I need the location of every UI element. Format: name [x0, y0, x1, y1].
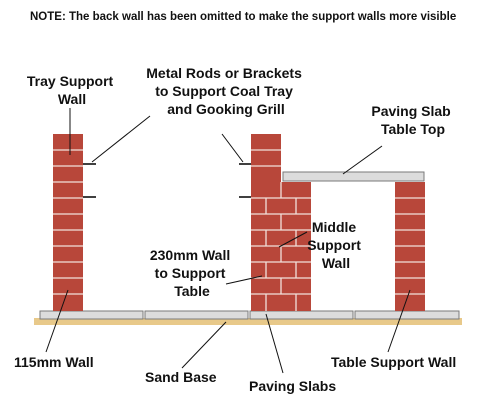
leader-middle-support — [278, 231, 308, 248]
label-middle-support-wall: Middle Support Wall — [307, 219, 365, 271]
ground-slab-2 — [144, 310, 249, 320]
note-text: NOTE: The back wall has been omitted to … — [30, 11, 456, 23]
leader-230mm — [225, 275, 263, 285]
leader-table-top — [342, 145, 383, 175]
leader-lines — [45, 108, 411, 374]
sand-base — [34, 318, 462, 325]
metal-rods — [83, 163, 251, 198]
leader-rods-left — [91, 115, 151, 163]
label-metal-rods: Metal Rods or Brackets to Support Coal T… — [146, 65, 306, 117]
ground-slab-1 — [39, 310, 144, 320]
ground-slab-4 — [354, 310, 460, 320]
label-table-support-wall: Table Support Wall — [331, 354, 456, 370]
leader-rods-middle — [221, 133, 244, 163]
label-115mm-wall: 115mm Wall — [14, 354, 94, 370]
leader-sand-base — [181, 321, 227, 369]
leader-table-support — [387, 289, 411, 353]
table-top-paving-slab — [282, 171, 425, 182]
ground-paving-slabs — [39, 310, 460, 320]
label-paving-slabs: Paving Slabs — [249, 378, 336, 394]
label-230mm-wall: 230mm Wall to Support Table — [150, 247, 234, 299]
label-paving-slab-top: Paving Slab Table Top — [371, 103, 454, 137]
tray-support-wall-left — [53, 134, 83, 311]
leader-115mm — [45, 289, 69, 353]
label-tray-support-wall: Tray Support Wall — [27, 73, 117, 107]
middle-support-wall-230mm — [251, 182, 311, 311]
leader-paving-slabs — [265, 313, 284, 374]
label-sand-base: Sand Base — [145, 369, 217, 385]
table-support-wall-right — [395, 182, 425, 311]
middle-support-wall-upper — [251, 134, 281, 184]
ground-slab-3 — [249, 310, 354, 320]
